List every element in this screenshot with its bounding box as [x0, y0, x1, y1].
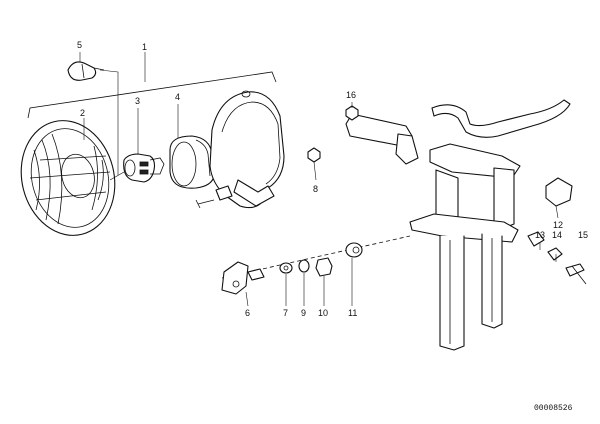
group-bracket-1 — [27, 52, 277, 119]
callout-15: 15 — [578, 230, 588, 240]
callout-13: 13 — [535, 230, 545, 240]
fork-assembly-part — [345, 99, 587, 351]
bulb-part — [67, 52, 119, 175]
reflector-part — [169, 104, 215, 189]
callout-16: 16 — [346, 90, 356, 100]
diagram-code: 00008526 — [534, 404, 573, 413]
callout-4: 4 — [175, 92, 180, 102]
headlight-housing-part — [195, 90, 285, 209]
callout-12: 12 — [553, 220, 563, 230]
callout-1: 1 — [142, 42, 147, 52]
callout-8: 8 — [313, 184, 318, 194]
nut-part — [307, 147, 321, 181]
callout-14: 14 — [552, 230, 562, 240]
callout-5: 5 — [77, 40, 82, 50]
mounting-hardware — [221, 235, 411, 307]
callout-9: 9 — [301, 308, 306, 318]
callout-7: 7 — [283, 308, 288, 318]
callout-10: 10 — [318, 308, 328, 318]
callout-11: 11 — [348, 308, 357, 318]
callout-6: 6 — [245, 308, 250, 318]
headlight-lens-part — [20, 118, 116, 236]
callout-2: 2 — [80, 108, 85, 118]
bulb-socket-part — [109, 108, 165, 183]
callout-3: 3 — [135, 96, 140, 106]
